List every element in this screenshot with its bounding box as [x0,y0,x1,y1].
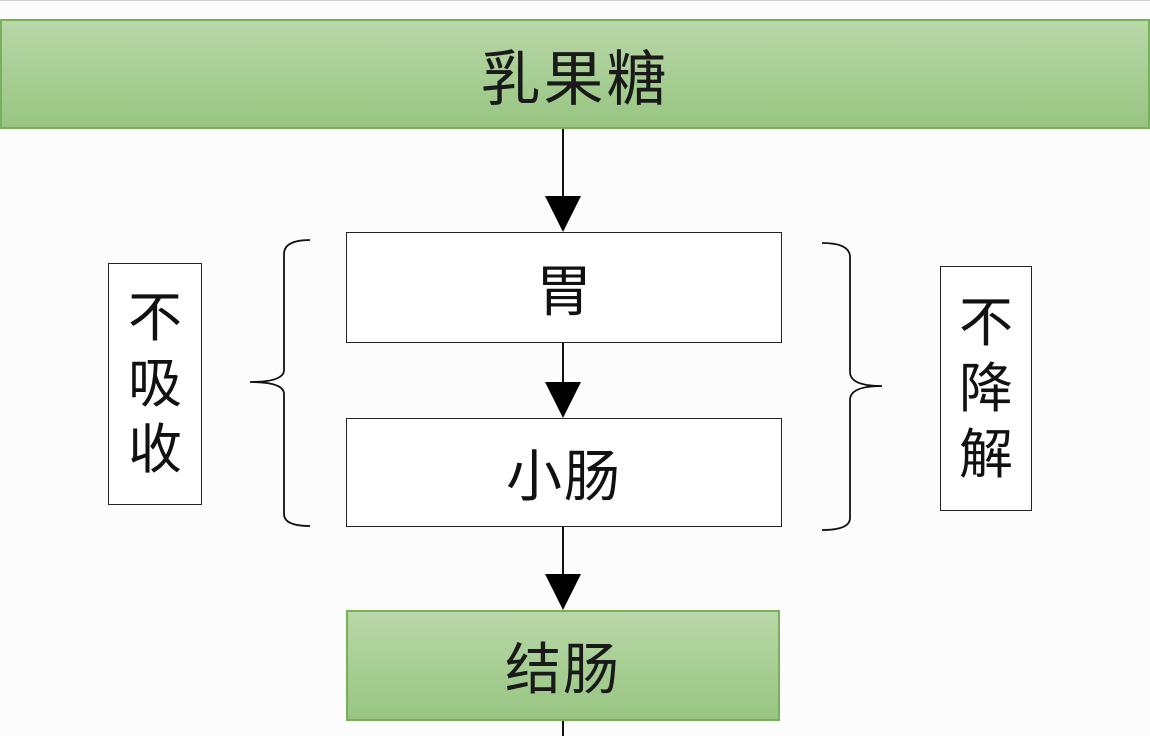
stomach-label: 胃 [536,260,592,325]
not-absorbed-box: 不吸收 [108,263,202,505]
lactulose-title: 乳果糖 [480,44,670,115]
small-intestine-box: 小肠 [346,418,782,527]
small-intestine-label: 小肠 [506,445,622,510]
arrow-title-to-stomach [545,129,581,232]
right-brace [821,242,883,531]
colon-box: 结肠 [346,610,780,721]
not-degraded-label: 不降解 [959,290,1013,486]
lactulose-header-box: 乳果糖 [0,19,1150,129]
stomach-box: 胃 [346,232,782,343]
top-rule [0,0,1150,1]
not-degraded-box: 不降解 [940,266,1032,511]
colon-label: 结肠 [505,638,621,703]
left-brace [249,239,311,527]
not-absorbed-label: 不吸收 [128,286,182,481]
arrow-small-intestine-to-colon [545,527,581,610]
arrow-stomach-to-small-intestine [545,343,581,418]
